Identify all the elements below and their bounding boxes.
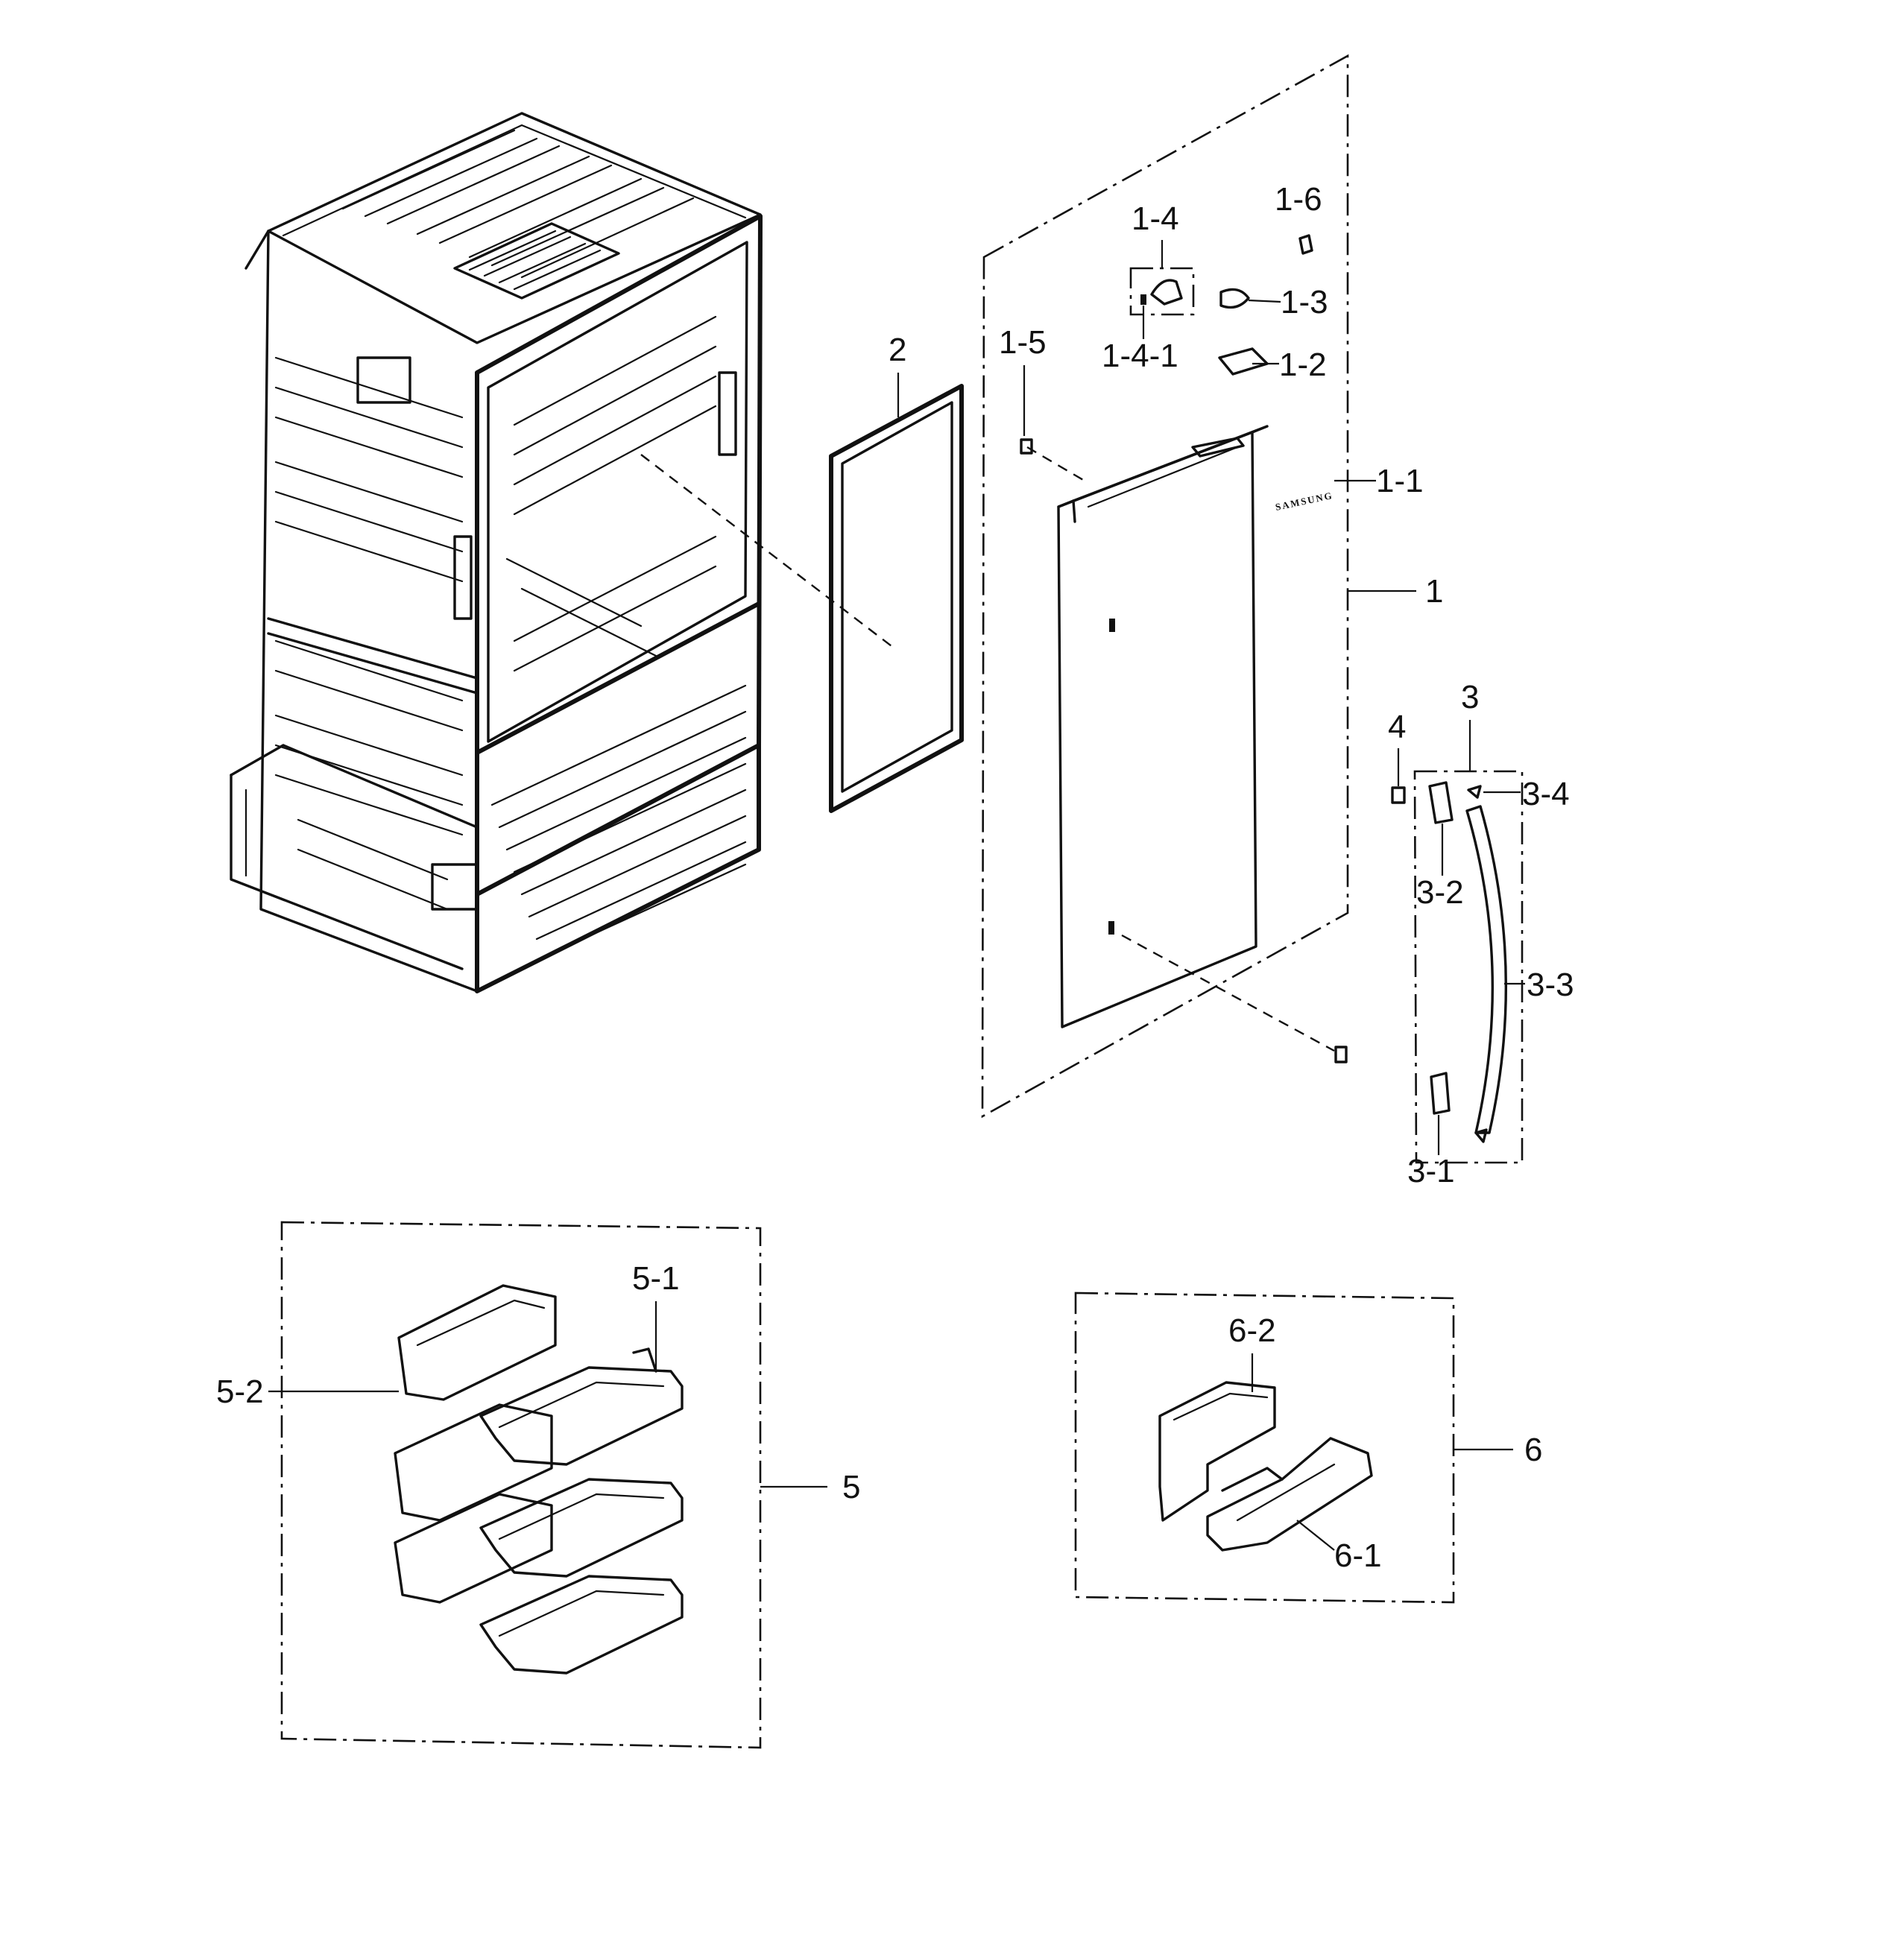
bins-boundary-6 bbox=[1074, 1292, 1455, 1604]
refrigerator-door bbox=[1057, 425, 1269, 1028]
callout-3-3: 3-3 bbox=[1527, 967, 1574, 1003]
door-screw-bottom bbox=[1334, 1046, 1348, 1063]
leader-6-1 bbox=[1296, 1520, 1335, 1551]
hinge-pin-1-4-1 bbox=[1140, 294, 1146, 305]
callout-1-3: 1-3 bbox=[1281, 284, 1328, 320]
callout-4: 4 bbox=[1388, 709, 1406, 745]
door-pin-leader-top bbox=[1026, 446, 1089, 484]
callout-6-2: 6-2 bbox=[1228, 1312, 1276, 1349]
door-assembly-boundary bbox=[981, 54, 1349, 1119]
callout-1-1: 1-1 bbox=[1376, 463, 1424, 499]
brand-logo-text: SAMSUNG bbox=[1275, 490, 1334, 513]
hinge-screw-cover-1-6 bbox=[1298, 234, 1313, 255]
door-stop-pin bbox=[1020, 438, 1033, 455]
door-bins-boundary-5 bbox=[280, 1221, 762, 1749]
part-1-4-box bbox=[1129, 267, 1195, 316]
door-pin-leader-bottom bbox=[1121, 934, 1335, 1052]
callout-3-2: 3-2 bbox=[1416, 874, 1464, 911]
cabinet-gasket-leader bbox=[640, 454, 895, 649]
hinge-bushing-1-3 bbox=[1219, 288, 1250, 309]
callout-5: 5 bbox=[842, 1469, 860, 1505]
callout-5-2: 5-2 bbox=[216, 1373, 264, 1410]
door-gasket bbox=[829, 384, 964, 813]
callout-3-4: 3-4 bbox=[1522, 776, 1570, 812]
refrigerator-cabinet bbox=[230, 112, 763, 993]
callout-3: 3 bbox=[1461, 679, 1479, 715]
handle-assembly-boundary bbox=[1413, 770, 1524, 1164]
hinge-cap bbox=[1150, 279, 1183, 306]
callout-3-1: 3-1 bbox=[1407, 1153, 1455, 1189]
callout-6-1: 6-1 bbox=[1334, 1537, 1382, 1574]
callout-1-6: 1-6 bbox=[1275, 181, 1322, 218]
callout-1-4-1: 1-4-1 bbox=[1102, 338, 1178, 374]
callout-1-4: 1-4 bbox=[1132, 200, 1179, 237]
callout-2: 2 bbox=[889, 332, 906, 368]
callout-1-2: 1-2 bbox=[1279, 347, 1327, 383]
handle-screw-4 bbox=[1391, 786, 1406, 804]
door-handle bbox=[1428, 781, 1508, 1143]
callout-1-5: 1-5 bbox=[999, 324, 1047, 361]
hinge-plate-1-2 bbox=[1218, 347, 1269, 376]
callout-5-1: 5-1 bbox=[632, 1260, 680, 1297]
bins-6 bbox=[1158, 1381, 1373, 1552]
callout-6: 6 bbox=[1524, 1432, 1542, 1468]
callout-1: 1 bbox=[1425, 573, 1443, 610]
door-bins-5 bbox=[394, 1284, 684, 1675]
leader-1-3 bbox=[1248, 299, 1281, 303]
